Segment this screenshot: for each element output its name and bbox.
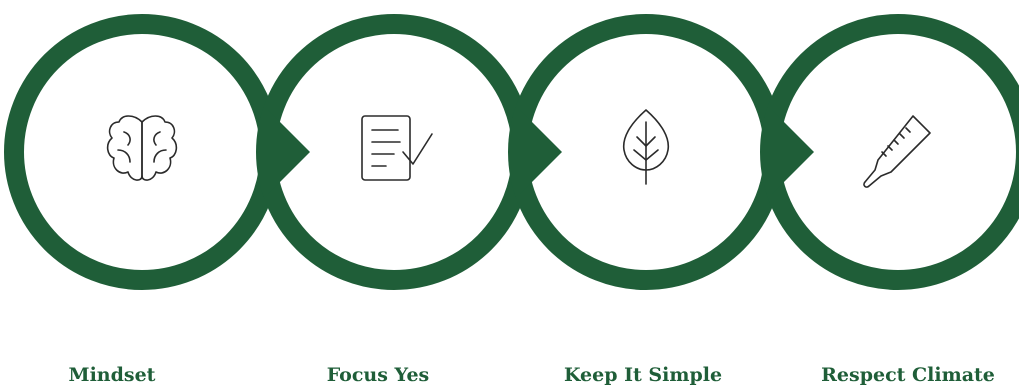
connector-arrow-2 — [520, 110, 562, 194]
step-respect-climate — [760, 14, 1019, 290]
step-label-mindset: Mindset — [68, 364, 156, 386]
brain-icon — [106, 115, 178, 181]
step-label-respect-climate: Respect Climate — [821, 364, 995, 386]
process-steps-graphic — [4, 14, 1019, 290]
step-label-keep-it-simple: Keep It Simple — [563, 364, 723, 386]
step-label-focus-yes: Focus Yes — [326, 364, 430, 386]
thermometer-icon — [863, 115, 931, 188]
connector-arrow-3 — [772, 110, 814, 194]
step-mindset — [4, 14, 280, 290]
checklist-icon — [361, 115, 433, 181]
leaf-icon — [622, 109, 670, 185]
step-ring-respect-climate — [760, 14, 1019, 290]
connector-arrow-1 — [268, 110, 310, 194]
